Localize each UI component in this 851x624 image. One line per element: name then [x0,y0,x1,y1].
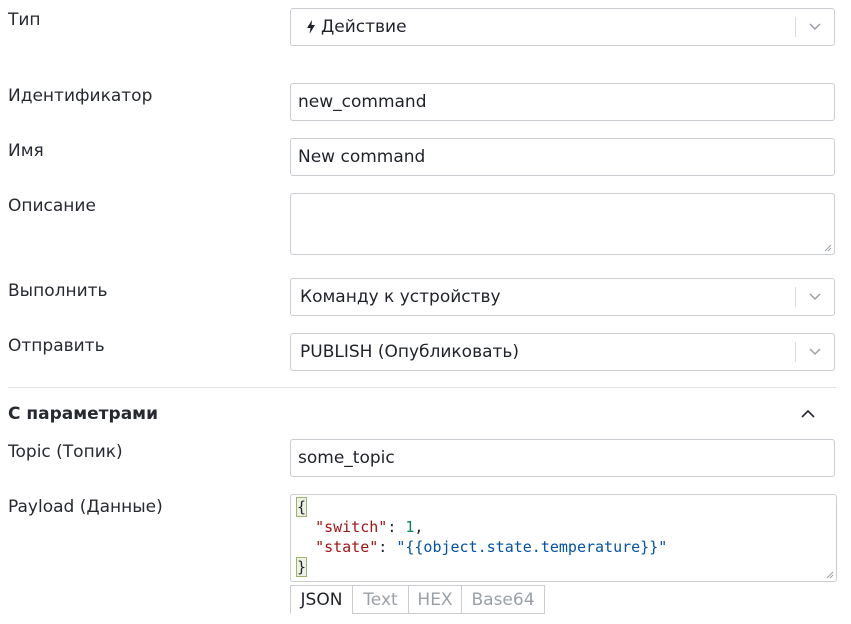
resize-grip-icon[interactable] [824,244,832,252]
identifier-label: Идентификатор [8,86,153,106]
payload-code-editor[interactable]: { "switch": 1, "state": "{{object.state.… [290,494,837,582]
code-key: "switch" [315,518,388,536]
code-comma: , [414,518,424,536]
payload-format-tabs: JSON Text HEX Base64 [290,585,545,614]
tab-base64[interactable]: Base64 [461,585,545,614]
send-select[interactable]: PUBLISH (Опубликовать) [290,333,835,371]
chevron-down-icon[interactable] [796,348,834,356]
topic-label: Topic (Топик) [8,442,123,462]
type-select-value: Действие [321,17,407,37]
description-label: Описание [8,196,96,216]
name-label: Имя [8,141,44,161]
name-input[interactable]: New command [290,138,835,176]
execute-select[interactable]: Команду к устройству [290,278,835,316]
execute-label: Выполнить [8,281,108,301]
code-string: "{{object.state.temperature}}" [396,538,668,556]
code-brace: } [295,557,308,577]
send-select-value: PUBLISH (Опубликовать) [300,342,520,362]
tab-text[interactable]: Text [352,585,409,614]
code-colon: : [378,538,397,556]
code-key: "state" [315,538,379,556]
code-number: 1 [405,518,415,536]
description-textarea[interactable] [290,193,835,255]
tab-json[interactable]: JSON [290,585,353,614]
payload-label: Payload (Данные) [8,497,163,517]
code-colon: : [387,518,406,536]
execute-select-value: Команду к устройству [300,287,501,307]
chevron-down-icon[interactable] [796,293,834,301]
send-label: Отправить [8,336,105,356]
tab-hex[interactable]: HEX [408,585,462,614]
resize-grip-icon[interactable] [826,571,834,579]
select-separator [795,17,796,37]
type-select[interactable]: Действие [290,8,835,46]
chevron-down-icon[interactable] [796,23,834,31]
identifier-input[interactable]: new_command [290,83,835,121]
select-separator [795,342,796,362]
code-brace: { [295,497,308,517]
bolt-icon [291,20,315,34]
topic-input[interactable]: some_topic [290,439,835,477]
chevron-up-icon[interactable] [795,400,821,426]
type-label: Тип [8,10,41,30]
section-divider [8,387,836,388]
select-separator [795,287,796,307]
params-section-title: С параметрами [8,404,158,424]
